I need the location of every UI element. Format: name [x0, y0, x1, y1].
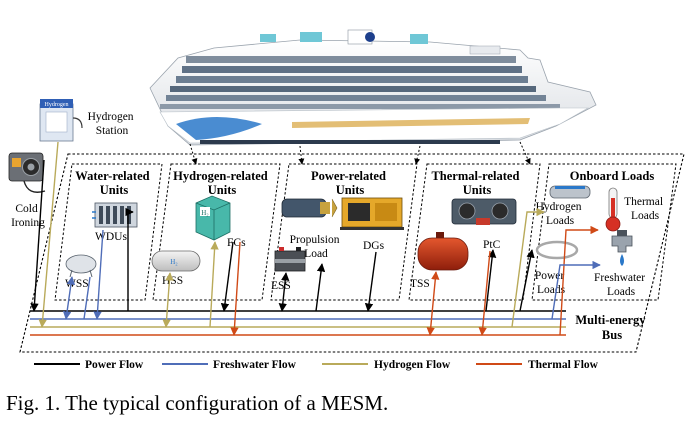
ptc-icon	[451, 198, 517, 225]
power-loads-label: Power Loads	[535, 270, 567, 296]
cold-ironing-icon	[8, 152, 46, 193]
cold-ironing-label: Cold Ironing	[11, 203, 45, 229]
group-boxes	[54, 163, 677, 301]
wdus-label: WDUs	[95, 231, 127, 243]
tss-icon	[417, 232, 469, 271]
hydrogen-station-icon: Hydrogen	[39, 99, 83, 142]
svg-text:H₂: H₂	[201, 209, 209, 217]
figure-caption: Fig. 1. The typical configuration of a M…	[6, 391, 389, 415]
legend-thermal-flow: Thermal Flow	[476, 359, 599, 371]
fcs-label: FCs	[227, 237, 246, 249]
wss-icon	[65, 254, 97, 278]
water-group-box	[54, 163, 163, 301]
dgs-icon	[340, 197, 404, 230]
svg-text:Power Flow: Power Flow	[85, 359, 144, 371]
svg-text:Hydrogen Flow: Hydrogen Flow	[374, 359, 451, 371]
onboard-group-title: Onboard Loads	[570, 169, 655, 183]
legend-freshwater-flow: Freshwater Flow	[162, 359, 297, 371]
thermal-group-title: Thermal-related Units	[431, 169, 522, 197]
ess-icon	[274, 247, 306, 272]
power-loads-icon	[535, 240, 579, 260]
bus-lines	[30, 310, 566, 336]
propulsion-icon	[281, 198, 338, 218]
hydrogen-station-sign: Hydrogen	[45, 102, 69, 108]
freshwater-loads-icon	[611, 230, 633, 266]
legend: Power Flow Freshwater Flow Hydrogen Flow…	[34, 359, 599, 371]
wdus-icon	[92, 202, 138, 228]
legend-hydrogen-flow: Hydrogen Flow	[322, 359, 451, 371]
hydrogen-loads-label: Hydrogen Loads	[536, 201, 585, 227]
ship-to-group-links	[189, 141, 531, 165]
thermal-loads-label: Thermal Loads	[624, 196, 666, 222]
fcs-icon: H₂	[195, 195, 231, 241]
legend-power-flow: Power Flow	[34, 359, 144, 371]
hss-label: HSS	[162, 275, 183, 287]
tss-label: TSS	[410, 278, 430, 290]
hydrogen-station-label: Hydrogen Station	[88, 111, 137, 137]
ess-label: ESS	[271, 280, 291, 292]
hss-icon: H₂	[151, 250, 201, 272]
cruise-ship-image	[149, 29, 597, 146]
wss-label: WSS	[65, 278, 89, 290]
hydrogen-loads-icon	[549, 185, 591, 199]
svg-text:Thermal Flow: Thermal Flow	[528, 359, 599, 371]
hydrogen-group-title: Hydrogen-related Units	[173, 169, 271, 197]
power-group-title: Power-related Units	[311, 169, 389, 197]
ptc-label: PtC	[483, 239, 501, 251]
svg-text:Freshwater Flow: Freshwater Flow	[213, 359, 297, 371]
dgs-label: DGs	[363, 240, 385, 252]
svg-text:H₂: H₂	[170, 258, 178, 266]
flow-connectors	[30, 141, 601, 336]
thermal-loads-icon	[605, 187, 621, 232]
thermal-group-box	[408, 163, 541, 301]
propulsion-load-label: Propulsion Load	[290, 234, 343, 260]
water-group-title: Water-related Units	[75, 169, 152, 197]
bus-label: Multi-energy Bus	[575, 313, 648, 342]
freshwater-loads-label: Freshwater Loads	[594, 272, 648, 298]
